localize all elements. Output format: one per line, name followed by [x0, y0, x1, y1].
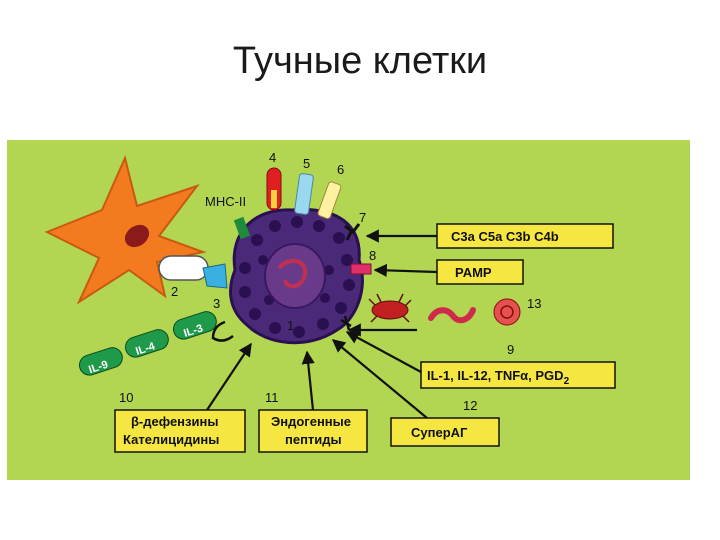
cytokines-text: IL-1, IL-12, TNFα, PGD2 [427, 368, 570, 387]
il3-label: IL-3 [182, 322, 204, 339]
label-8: 8 [369, 248, 376, 263]
label-2: 2 [171, 284, 178, 299]
il4-pill [124, 329, 169, 358]
worm-icon [428, 307, 476, 324]
arrow-cytokines [345, 331, 422, 373]
endogenous-text-line2: пептиды [285, 432, 342, 447]
receptor-5 [294, 173, 314, 215]
label-11: 11 [265, 390, 279, 405]
label-6: 6 [337, 162, 344, 177]
arrow-superag [331, 339, 428, 419]
endogenous-peptides-box [258, 409, 368, 453]
mhc-ii-label: MHC-II [205, 194, 246, 209]
receptor-4 [266, 167, 282, 211]
defensins-text-line1: β-дефензины [131, 414, 218, 429]
label-4: 4 [269, 150, 276, 165]
page-title: Тучные клетки [232, 40, 488, 82]
dendritic-cell-body [44, 154, 207, 305]
cytokines-box [420, 361, 616, 389]
il9-label: IL-9 [87, 359, 109, 376]
endogenous-text-line1: Эндогенные [271, 414, 351, 429]
label-13: 13 [527, 296, 541, 311]
label-1: 1 [287, 318, 294, 333]
mhc-ii-receptor [233, 216, 251, 240]
cytokines-main-text: IL-1, IL-12, TNFα, PGD [427, 368, 564, 383]
complement-text: C3a C5a C3b C4b [451, 229, 559, 244]
label-5: 5 [303, 156, 310, 171]
mast-cell-nucleus [264, 243, 326, 309]
pamp-box [436, 259, 524, 285]
mast-cell-chromatin [277, 258, 308, 289]
arrows [206, 229, 438, 419]
receptor-10 [211, 320, 234, 342]
il9-pill [78, 347, 123, 376]
mast-cell [229, 207, 364, 345]
receptor-8 [350, 263, 372, 275]
cytokines-subscript: 2 [564, 376, 570, 387]
bacterium-icon [371, 300, 409, 320]
mast-cell-granules [239, 216, 355, 338]
tcr-receptor [158, 255, 209, 281]
receptor-6 [317, 181, 342, 219]
surface-receptors [211, 167, 372, 342]
pamp-text: PAMP [455, 265, 492, 280]
label-9: 9 [507, 342, 514, 357]
il-pills [78, 311, 217, 376]
label-10: 10 [119, 390, 133, 405]
superag-text: СуперАГ [411, 425, 468, 440]
arrow-pamp [373, 263, 438, 277]
mast-cell-diagram: MHC-II 1 2 3 4 5 6 7 8 9 10 11 12 13 IL-… [7, 140, 690, 480]
label-12: 12 [463, 398, 477, 413]
label-3: 3 [213, 296, 220, 311]
il3-pill [172, 311, 217, 340]
arrow-defensins [206, 342, 252, 411]
mhc-ii-complex-left [202, 263, 228, 289]
ligand-boxes [114, 223, 616, 453]
dendritic-cell [44, 154, 228, 305]
complement-box [436, 223, 614, 249]
virus-icon [493, 298, 521, 326]
dendritic-cell-nucleus [124, 224, 150, 248]
defensins-text-line2: Кателицидины [123, 432, 219, 447]
diagram-canvas: MHC-II 1 2 3 4 5 6 7 8 9 10 11 12 13 IL-… [44, 150, 616, 453]
superag-box [390, 417, 500, 447]
arrow-endogenous [301, 350, 315, 411]
receptor-7 [344, 223, 361, 241]
defensins-box [114, 409, 246, 453]
label-7: 7 [359, 210, 366, 225]
pathogens [368, 293, 521, 326]
